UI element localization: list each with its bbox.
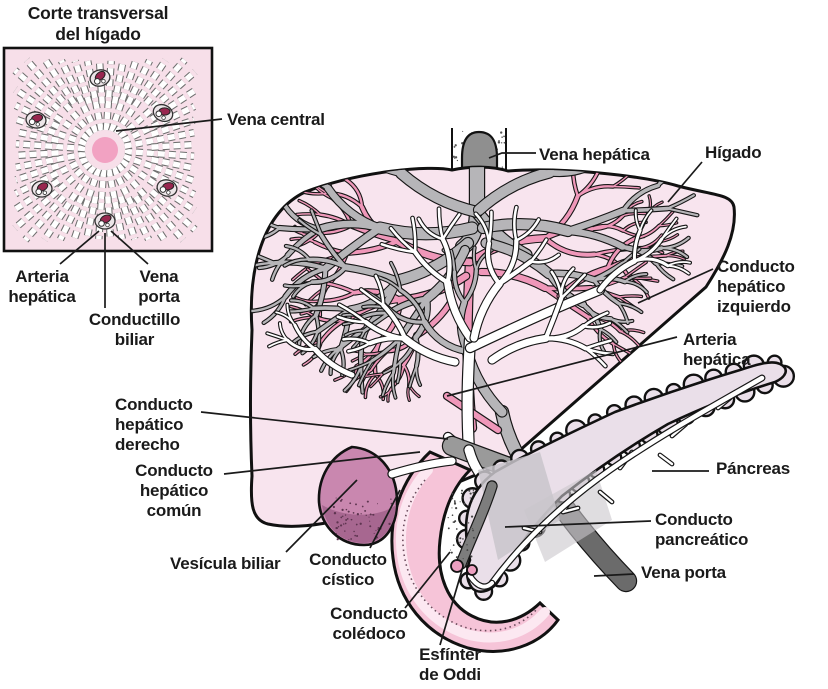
leader-vena-hepatica	[488, 152, 536, 159]
leader-higado	[667, 161, 703, 203]
pancreas-shape	[455, 354, 796, 601]
duodenum-shape	[390, 450, 560, 653]
liver-cross-section-inset	[2, 46, 214, 253]
label-vena-porta: Vena porta	[641, 563, 726, 582]
label-conductillo-biliar: Conductillo biliar	[88, 310, 181, 350]
leader-izquierdo	[637, 268, 714, 304]
pancreatic-duct-shape	[466, 374, 766, 590]
leader-vesicula	[285, 479, 358, 553]
common-bile-duct-shape	[447, 480, 498, 576]
hepatocyte-cords	[12, 57, 198, 243]
cystic-duct-shape	[387, 456, 457, 479]
leader-vena-central	[115, 118, 223, 132]
leader-lines	[59, 118, 714, 646]
leader-arteria-hepatica	[446, 336, 678, 397]
label-conducto-pancreatico: Conducto pancreático	[655, 510, 749, 550]
portal-triads	[25, 69, 178, 230]
label-vena-porta-inset: Vena porta	[138, 267, 180, 307]
label-conducto-coledoco: Conducto colédoco	[330, 604, 408, 644]
inset-title: Corte transversal del hígado	[27, 3, 169, 44]
label-vesicula-biliar: Vesícula biliar	[170, 554, 281, 573]
label-esfinter-de-oddi: Esfínter de Oddi	[419, 645, 481, 685]
leader-derecho	[200, 411, 449, 440]
label-conducto-hepatico-derecho: Conducto hepático derecho	[115, 395, 193, 455]
label-vena-hepatica: Vena hepática	[539, 145, 650, 164]
leader-pancreatico	[504, 520, 652, 528]
central-vein-shape	[92, 137, 118, 163]
label-arteria-hepatica: Arteria hepática	[683, 330, 751, 370]
leader-coledoco	[404, 551, 451, 609]
label-conducto-cistico: Conducto cístico	[309, 550, 387, 590]
leader-vena-porta-inset	[110, 230, 149, 265]
leader-cistico	[369, 489, 401, 549]
leader-vena-porta	[593, 573, 635, 577]
label-conducto-hepatico-comun: Conducto hepático común	[135, 461, 213, 521]
leader-esfinter	[439, 569, 463, 646]
label-arteria-hepatica-inset: Arteria hepática	[8, 267, 76, 307]
gallbladder-shape	[317, 445, 399, 547]
label-conducto-hepatico-izquierdo: Conducto hepático izquierdo	[717, 257, 795, 317]
leader-arteria-inset	[59, 230, 100, 265]
leader-comun	[223, 451, 421, 475]
label-vena-central: Vena central	[227, 110, 325, 129]
label-pancreas: Páncreas	[716, 459, 791, 478]
label-higado: Hígado	[705, 143, 762, 162]
